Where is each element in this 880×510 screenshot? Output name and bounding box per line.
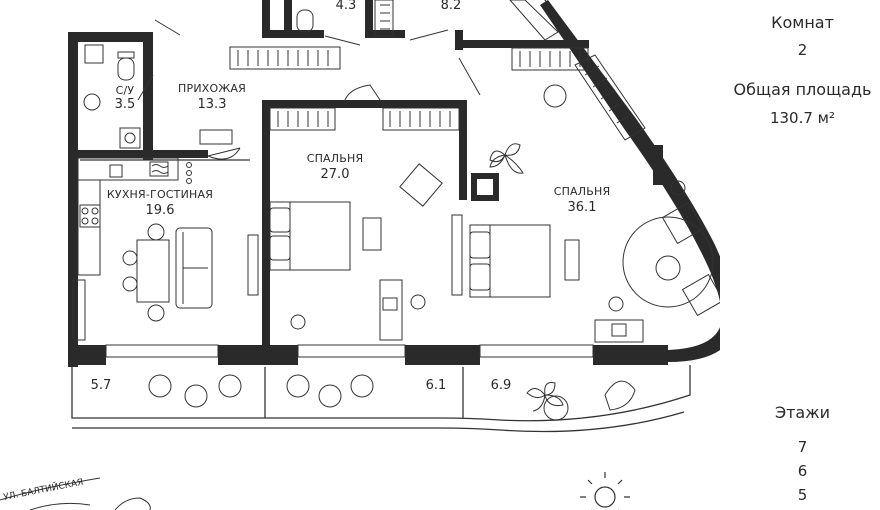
door: [409, 29, 449, 41]
wall: [262, 30, 324, 38]
total-area-value: 130.7 м²: [769, 109, 836, 127]
balcony-area-right: 6.9: [491, 378, 512, 393]
floor-option[interactable]: 7: [797, 438, 808, 456]
door: [344, 84, 381, 101]
wall: [405, 345, 480, 365]
door: [324, 35, 361, 46]
rug: [622, 216, 714, 308]
sofa: [175, 227, 213, 309]
wall: [593, 345, 668, 365]
wardrobe: [374, 0, 394, 37]
desk: [379, 279, 403, 341]
wall: [68, 32, 78, 367]
wardrobe: [574, 54, 646, 141]
dining-table: [136, 239, 170, 303]
wardrobe: [509, 0, 559, 41]
balcony-area-left: 5.7: [91, 378, 112, 393]
wardrobe: [229, 46, 341, 70]
kitchen-counter: [77, 157, 179, 181]
room-label-toilet: С/У: [116, 84, 135, 97]
balcony-chair: [604, 380, 636, 411]
total-area-label: Общая площадь: [733, 80, 872, 99]
window: [297, 344, 406, 358]
armchair: [399, 163, 443, 207]
street-label: УЛ. БАЛТИЙСКАЯ: [2, 476, 84, 503]
plant-icon: [526, 382, 564, 412]
wall: [262, 100, 270, 360]
wall: [262, 100, 467, 108]
wall: [459, 40, 589, 48]
balcony-chair: [148, 374, 172, 398]
wall: [365, 0, 373, 38]
wall: [218, 345, 298, 365]
door: [154, 19, 181, 36]
wall: [471, 173, 499, 201]
room-area-kitchen: 19.6: [146, 203, 175, 218]
room-area-bedroom-1: 27.0: [321, 167, 350, 182]
door: [458, 57, 481, 96]
room-area-wardrobe-top: 8.2: [441, 0, 462, 13]
shower-icon: [119, 127, 141, 149]
room-label-hall: ПРИХОЖАЯ: [178, 82, 246, 95]
toilet-icon: [117, 57, 135, 81]
floors-panel: Этажи 7 6 5: [720, 400, 880, 507]
street-line: [0, 477, 101, 501]
room-area-toilet: 3.5: [115, 97, 136, 112]
balcony-area-mid: 6.1: [426, 378, 447, 393]
armchair: [681, 273, 720, 317]
balcony-chair: [350, 374, 374, 398]
sink-icon: [83, 93, 101, 111]
floor-option[interactable]: 5: [797, 486, 808, 504]
plant-icon: [489, 143, 524, 174]
balcony-chair: [218, 374, 242, 398]
floors-label: Этажи: [774, 403, 831, 422]
toilet-icon: [296, 9, 314, 33]
window: [105, 344, 219, 358]
floor-plan: С/У 3.5 ПРИХОЖАЯ 13.3 КУХНЯ-ГОСТИНАЯ 19.…: [0, 0, 720, 510]
window: [451, 214, 463, 296]
wall: [365, 30, 405, 38]
armchair: [661, 201, 705, 245]
room-area-bedroom-2: 36.1: [568, 200, 597, 215]
window: [247, 234, 259, 296]
stove-icon: [79, 204, 101, 228]
door: [137, 74, 154, 101]
room-area-hall: 13.3: [198, 97, 227, 112]
wall: [143, 32, 153, 160]
room-label-bedroom-2: СПАЛЬНЯ: [554, 185, 611, 198]
wall: [284, 0, 292, 36]
bed: [469, 224, 551, 298]
info-panel: Комнат 2 Общая площадь 130.7 м²: [720, 10, 880, 132]
wall: [459, 100, 467, 200]
balcony-chair: [286, 374, 310, 398]
rooms-count-value: 2: [797, 41, 808, 59]
wall: [68, 345, 106, 365]
wall: [262, 0, 270, 34]
window: [479, 344, 594, 358]
wall: [68, 32, 153, 42]
wardrobe: [382, 107, 460, 131]
room-area-bath-top: 4.3: [336, 0, 357, 13]
room-label-bedroom-1: СПАЛЬНЯ: [307, 152, 364, 165]
desk: [594, 319, 644, 343]
balcony-outline: [72, 411, 685, 433]
wall: [68, 150, 208, 158]
sun-icon: [580, 472, 630, 510]
door: [207, 147, 241, 160]
floor-option[interactable]: 6: [797, 462, 808, 480]
window: [72, 279, 86, 341]
rooms-count-label: Комнат: [771, 13, 834, 32]
wardrobe: [269, 107, 336, 131]
room-label-kitchen: КУХНЯ-ГОСТИНАЯ: [107, 188, 213, 201]
balcony-outline: [71, 365, 691, 422]
